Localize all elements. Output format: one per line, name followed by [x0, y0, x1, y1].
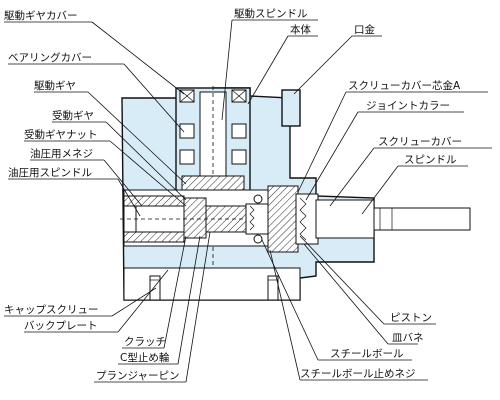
label-drive-gear: 駆動ギヤ [34, 79, 76, 92]
collet-block [281, 89, 301, 127]
label-cap-screw: キャップスクリュー [4, 304, 99, 316]
label-drive-spindle: 駆動スピンドル [234, 7, 308, 20]
bearings [179, 89, 247, 165]
label-disc-spring: 皿バネ [392, 332, 424, 344]
label-clutch: クラッチ [124, 336, 166, 348]
label-driven-gear: 受動ギヤ [52, 109, 94, 122]
label-spindle: スピンドル [404, 154, 457, 166]
label-piston: ピストン [390, 312, 432, 324]
label-joint-collar: ジョイントカラー [366, 100, 450, 112]
label-collet: 口金 [354, 23, 375, 36]
label-drive-gear-cover: 駆動ギヤカバー [4, 9, 78, 22]
label-steel-ball-set-screw: スチールボール止めネジ [300, 368, 416, 380]
clutch-area [245, 194, 269, 244]
label-screw-cover-core-a: スクリューカバー芯金A [348, 79, 461, 92]
label-hydraulic-female-thread: 油圧用メネジ [30, 147, 93, 160]
output-spindle-area [267, 185, 471, 253]
label-back-plate: バックプレート [24, 320, 98, 332]
label-bearing-cover: ベアリングカバー [8, 51, 92, 64]
label-plunger-pin: プランジャーピン [96, 370, 179, 382]
label-hydraulic-spindle: 油圧用スピンドル [8, 166, 92, 179]
label-driven-gear-nut: 受動ギヤナット [24, 128, 98, 141]
label-screw-cover: スクリューカバー [378, 136, 462, 148]
label-body: 本体 [290, 23, 311, 36]
label-steel-ball: スチールボール [330, 348, 404, 360]
label-c-retaining-ring: C型止め輪 [120, 351, 170, 364]
back-plate [123, 267, 301, 301]
